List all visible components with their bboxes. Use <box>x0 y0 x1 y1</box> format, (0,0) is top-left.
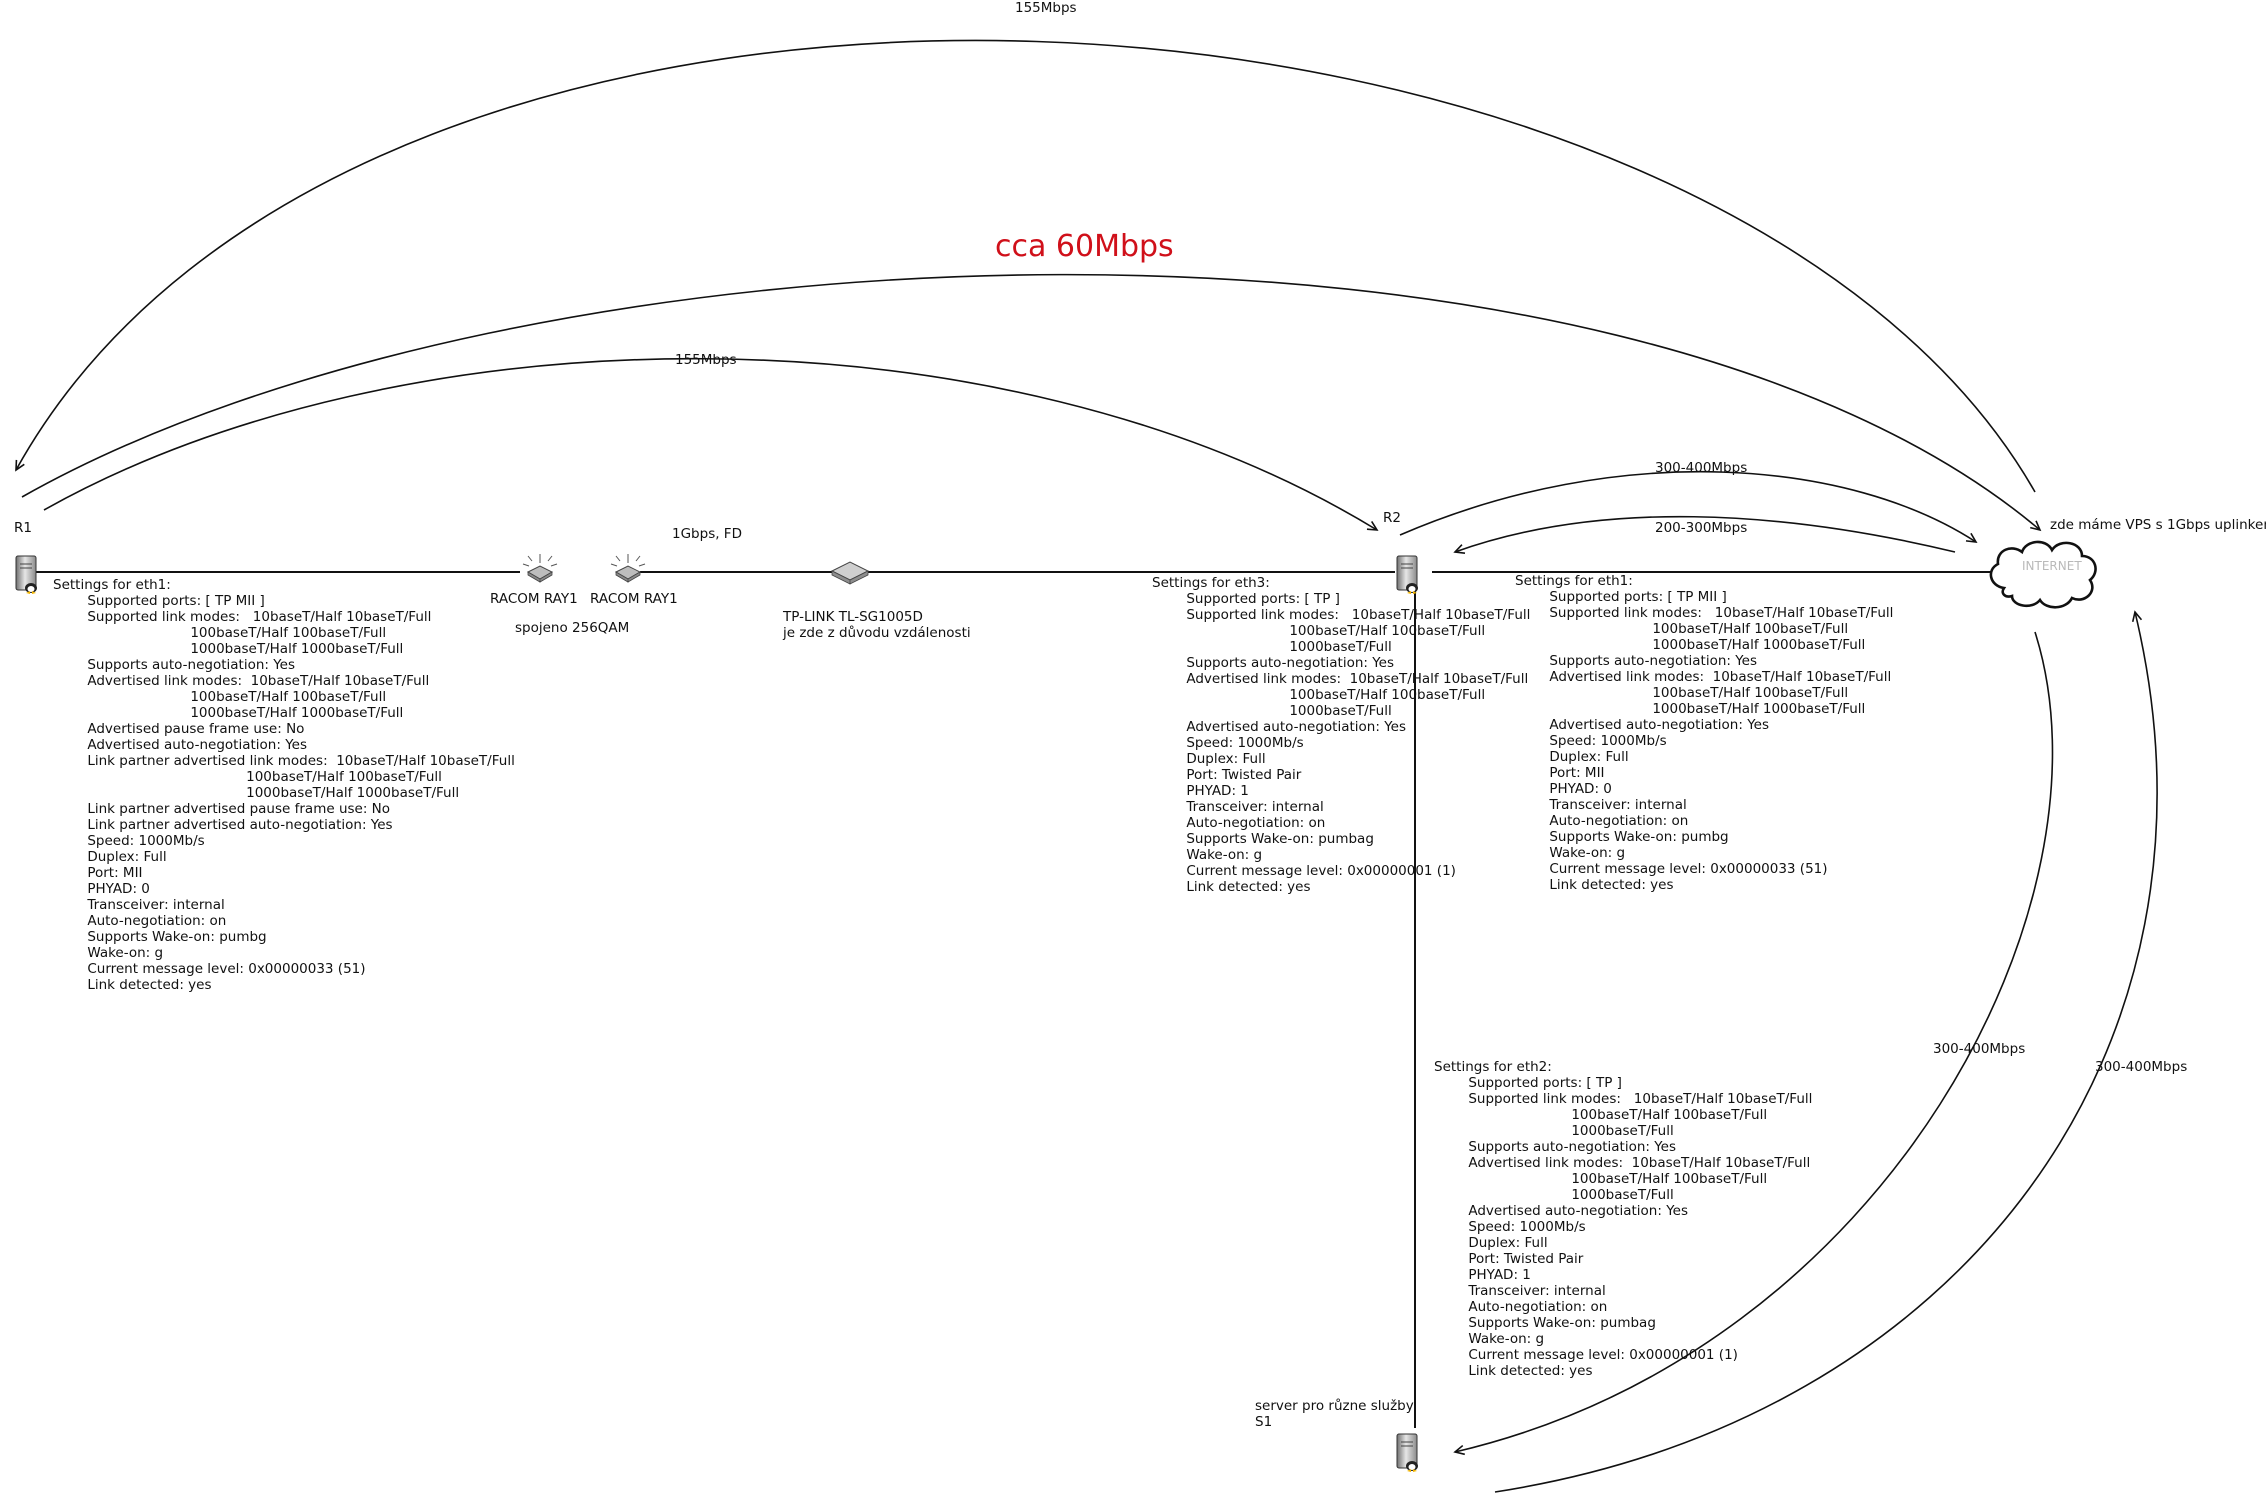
settings-s1-eth2: Settings for eth2: Supported ports: [ TP… <box>1434 1059 1813 1379</box>
label-up-300: 300-400Mbps <box>1655 460 1747 476</box>
label-racom-a: RACOM RAY1 <box>490 591 578 607</box>
arc-internet-to-r1-top <box>15 39 2036 493</box>
label-server-1: server pro různe služby <box>1255 1398 1414 1414</box>
linux-server-icon <box>1396 555 1418 594</box>
label-server-2: S1 <box>1255 1414 1272 1430</box>
label-r1: R1 <box>14 520 32 536</box>
linux-server-icon <box>1396 1433 1418 1472</box>
label-top-arc: 155Mbps <box>1015 0 1077 16</box>
wireless-radio-icon <box>610 554 646 583</box>
label-tplink-2: je zde z důvodu vzdálenosti <box>782 625 971 641</box>
label-s1-300: 300-400Mbps <box>1933 1041 2025 1057</box>
settings-r2-eth1: Settings for eth1: Supported ports: [ TP… <box>1515 573 1894 893</box>
label-internet: INTERNET <box>2022 559 2082 573</box>
label-down-200: 200-300Mbps <box>1655 520 1747 536</box>
arc-r1-to-r2 <box>43 357 1379 531</box>
label-spojeno: spojeno 256QAM <box>515 620 629 636</box>
settings-r2-eth3: Settings for eth3: Supported ports: [ TP… <box>1152 575 1531 895</box>
label-r2: R2 <box>1383 510 1401 526</box>
arc-r2-to-internet <box>1399 471 1978 543</box>
arc-internet-to-s1 <box>1453 631 2054 1456</box>
label-cca-60mbps: cca 60Mbps <box>995 229 1174 264</box>
arc-internet-to-r2 <box>1453 515 1956 554</box>
label-s1-300b: 300-400Mbps <box>2095 1059 2187 1075</box>
linux-server-icon <box>15 555 37 594</box>
cloud-icon: INTERNET <box>1989 540 2097 609</box>
label-link-1g: 1Gbps, FD <box>672 526 742 542</box>
settings-r1-eth1: Settings for eth1: Supported ports: [ TP… <box>53 577 515 993</box>
arc-s1-to-internet <box>1494 610 2158 1493</box>
label-vps: zde máme VPS s 1Gbps uplinkem <box>2050 517 2266 533</box>
arc-r1-to-internet-cca <box>21 273 2042 532</box>
label-racom-b: RACOM RAY1 <box>590 591 678 607</box>
wireless-radio-icon <box>522 554 558 583</box>
label-mid-arc: 155Mbps <box>675 352 737 368</box>
network-switch-icon <box>830 561 870 585</box>
label-tplink-1: TP-LINK TL-SG1005D <box>782 609 923 625</box>
